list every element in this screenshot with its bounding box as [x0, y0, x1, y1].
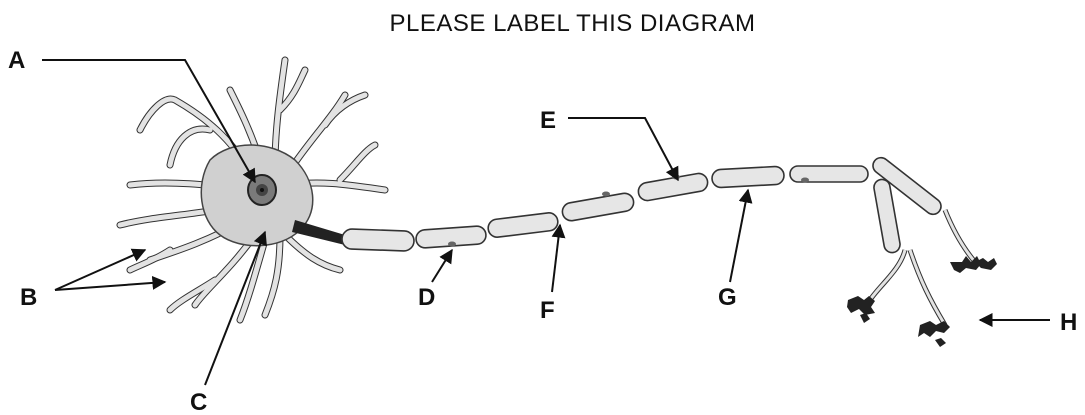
label-d: D: [418, 284, 435, 311]
label-a: A: [8, 47, 25, 74]
label-f: F: [540, 297, 555, 324]
label-e: E: [540, 107, 556, 134]
axon-hillock: [292, 220, 345, 245]
label-g: G: [718, 284, 737, 311]
diagram-title: PLEASE LABEL THIS DIAGRAM: [389, 10, 756, 37]
myelin-sheath: [341, 165, 869, 252]
axon-terminals: [847, 156, 997, 347]
label-b: B: [20, 284, 37, 311]
label-h: H: [1060, 309, 1077, 336]
leader-lines: [42, 59, 1050, 386]
nucleus: [247, 174, 277, 206]
label-c: C: [190, 389, 207, 415]
